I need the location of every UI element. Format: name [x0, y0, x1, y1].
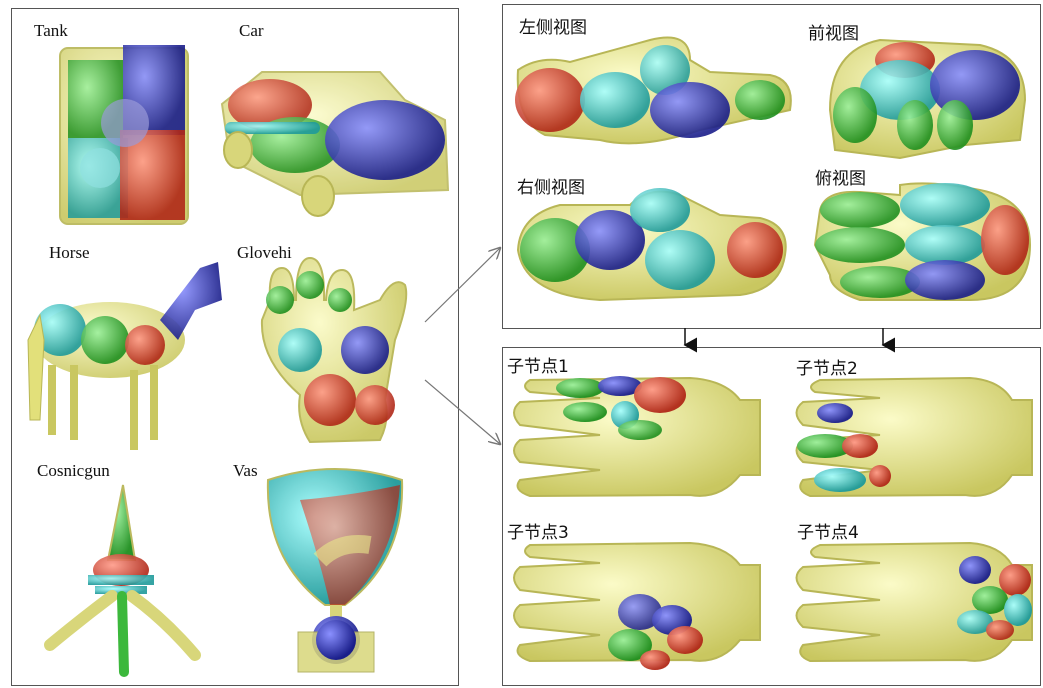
label-node-4: 子节点4	[797, 518, 859, 543]
arrow-to-views	[425, 248, 500, 322]
label-glove: Glovehi	[237, 243, 292, 263]
label-node-3: 子节点3	[507, 518, 569, 543]
label-vase: Vas	[233, 461, 258, 481]
label-node-1: 子节点1	[507, 352, 569, 377]
label-left-view: 左侧视图	[519, 13, 587, 38]
gun-model	[50, 485, 195, 672]
label-tank: Tank	[34, 21, 68, 41]
glove-front-view	[830, 40, 1025, 158]
glove-gallery-model	[262, 258, 406, 442]
child-node-4-hand	[797, 543, 1033, 661]
vase-model	[268, 469, 402, 672]
car-model	[222, 72, 448, 216]
glove-top-view	[815, 183, 1030, 300]
tank-model	[60, 45, 188, 224]
label-right-view: 右侧视图	[517, 173, 585, 198]
label-front-view: 前视图	[808, 19, 859, 44]
label-node-2: 子节点2	[796, 354, 858, 379]
label-car: Car	[239, 21, 264, 41]
child-node-1-hand	[514, 376, 760, 496]
label-top-view: 俯视图	[815, 164, 866, 189]
child-node-2-hand	[797, 378, 1033, 496]
horse-model	[28, 262, 222, 450]
glove-right-view	[518, 188, 786, 300]
arrow-to-nodes	[425, 380, 500, 444]
label-gun: Cosnicgun	[37, 461, 110, 481]
glove-left-view	[515, 38, 791, 144]
label-horse: Horse	[49, 243, 90, 263]
child-node-3-hand	[514, 543, 760, 670]
